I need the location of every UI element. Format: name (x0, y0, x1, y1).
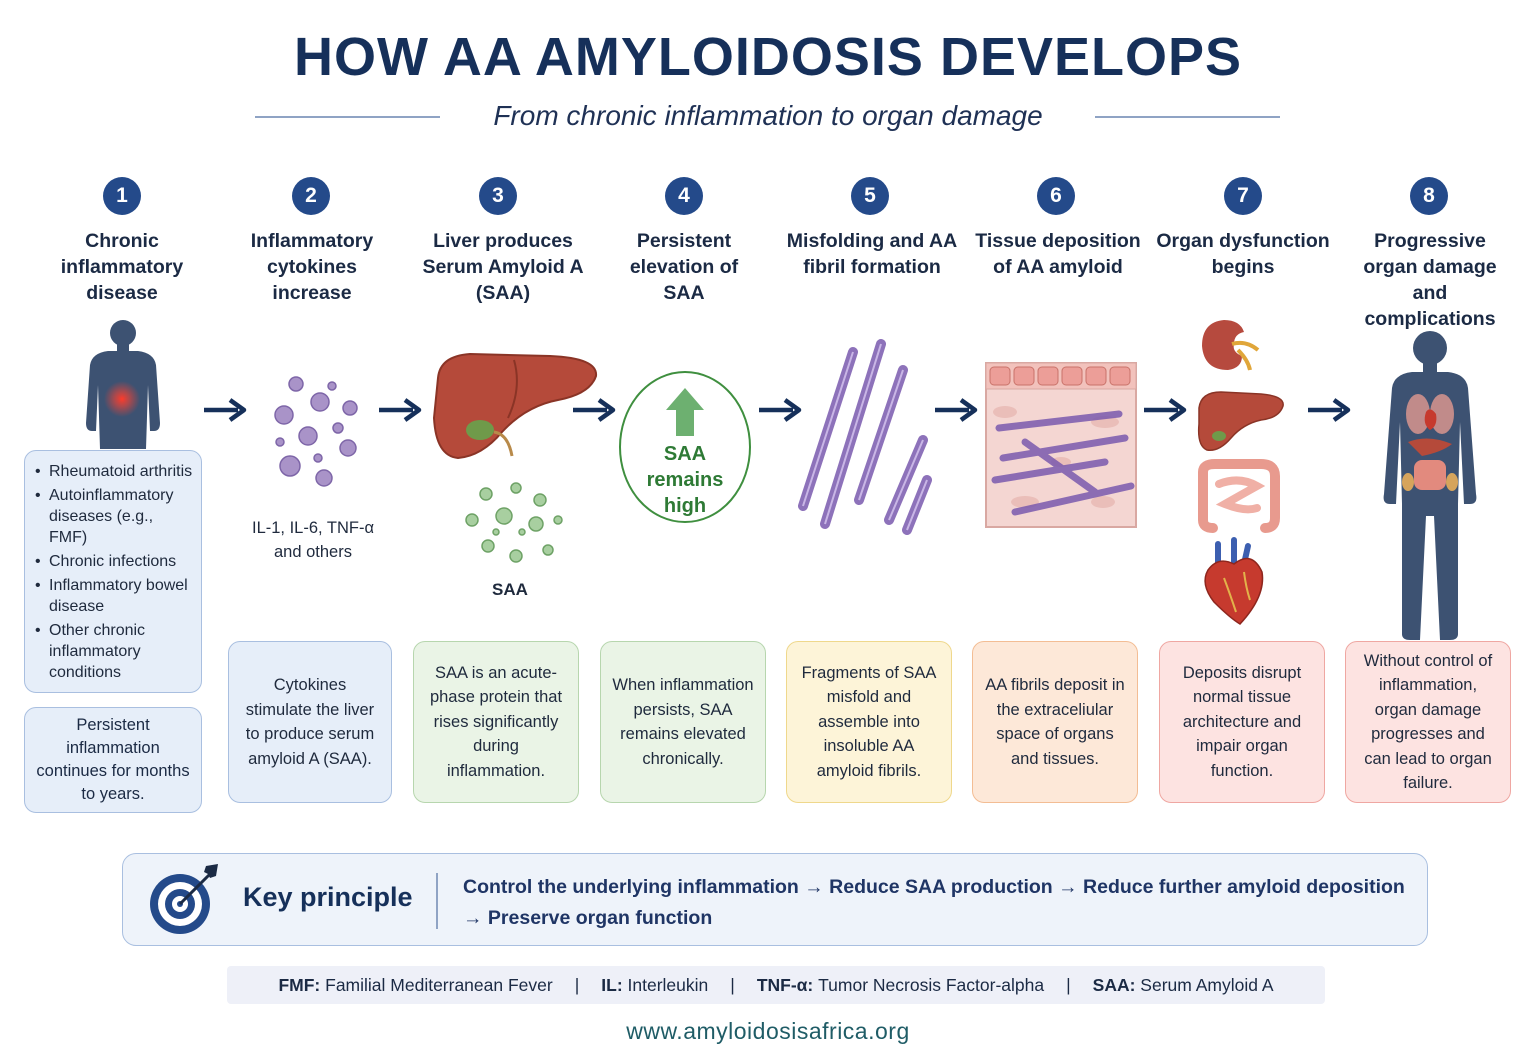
abbreviation-item: TNF-α: Tumor Necrosis Factor-alpha (757, 975, 1044, 996)
description-box-2: Cytokines stimulate the liver to produce… (228, 641, 392, 803)
cause-item: Other chronic inflammatory conditions (35, 620, 193, 683)
saa-high-label: SAA remains high (646, 443, 724, 517)
step-title-6: Tissue deposition of AA amyloid (975, 230, 1141, 278)
body-organs-icon (1383, 331, 1477, 640)
description-box-3: SAA is an acute-phase protein that rises… (413, 641, 579, 803)
tissue-deposition-icon (985, 362, 1137, 528)
key-principle-text: Control the underlying inflammation → Re… (463, 876, 1405, 929)
abbreviation-definition: Serum Amyloid A (1140, 974, 1274, 995)
saa-caption: SAA (492, 580, 528, 599)
abbreviation-separator: | (1066, 974, 1071, 995)
flow-arrow-7 (1308, 398, 1351, 422)
flow-arrow-4 (759, 398, 802, 422)
step-number-6: 6 (1037, 177, 1075, 215)
description-box-7: Deposits disrupt normal tissue architect… (1159, 641, 1325, 803)
abbreviation-definition: Familial Mediterranean Fever (325, 974, 553, 995)
step-title-2: Inflammatory cytokines increase (250, 230, 374, 304)
step-title-8: Progressive organ damage and complicatio… (1363, 230, 1497, 330)
step-number-4: 4 (665, 177, 703, 215)
description-box-4: When inflammation persists, SAA remains … (600, 641, 766, 803)
step-number-1: 1 (103, 177, 141, 215)
key-principle-panel (122, 853, 1428, 946)
amyloid-fibrils-icon (798, 339, 932, 535)
saa-high-oval-icon (619, 371, 751, 523)
body-inflammation-icon (86, 320, 160, 449)
website-link[interactable]: www.amyloidosisafrica.org (626, 1018, 910, 1044)
saa-particles-icon (465, 482, 563, 563)
cause-item: Chronic infections (35, 551, 193, 572)
step-title-7: Organ dysfunction begins (1156, 230, 1330, 278)
step-number-3: 3 (479, 177, 517, 215)
step-number-7: 7 (1224, 177, 1262, 215)
step-number-2: 2 (292, 177, 330, 215)
cytokine-caption: IL-1, IL-6, TNF-α and others (251, 519, 374, 561)
kidney-icon (1202, 320, 1260, 371)
step-title-5: Misfolding and AA fibril formation (786, 230, 958, 278)
abbreviation-definition: Interleukin (627, 974, 709, 995)
abbreviation-separator: | (574, 974, 580, 995)
heart-icon (1204, 537, 1264, 625)
cause-item: Inflammatory bowel disease (35, 575, 193, 617)
description-box-5: Fragments of SAA misfold and assemble in… (786, 641, 952, 803)
liver-small-icon (1197, 391, 1284, 451)
step-title-4: Persistent elevation of SAA (629, 230, 739, 304)
abbreviation-term: SAA: (1092, 974, 1136, 995)
liver-icon (432, 352, 598, 460)
abbreviation-term: FMF: (278, 974, 321, 995)
target-icon (150, 864, 218, 934)
causes-list: Rheumatoid arthritis Autoinflammatory di… (24, 450, 202, 693)
abbreviation-term: TNF-α: (756, 974, 814, 995)
cause-item: Rheumatoid arthritis (35, 461, 193, 482)
cause-item: Autoinflammatory diseases (e.g., FMF) (35, 485, 193, 548)
key-principle-divider (436, 873, 438, 929)
abbreviations-bar: FMF: Familial Mediterranean Fever | IL: … (227, 966, 1325, 1004)
flow-arrow-1 (204, 398, 247, 422)
key-principle-label: Key principle (243, 882, 413, 912)
flow-arrow-5 (935, 398, 978, 422)
step-title-3: Liver produces Serum Amyloid A (SAA) (422, 230, 584, 304)
page-subtitle: From chronic inflammation to organ damag… (493, 100, 1043, 131)
abbreviation-term: IL: (601, 974, 623, 995)
flow-arrow-2 (379, 398, 422, 422)
abbreviation-definition: Tumor Necrosis Factor-alpha (818, 974, 1045, 995)
cytokines-icon (274, 376, 358, 487)
step-number-8: 8 (1410, 177, 1448, 215)
intestine-icon (1198, 459, 1280, 533)
abbreviation-item: FMF: Familial Mediterranean Fever (278, 975, 552, 996)
abbreviation-item: IL: Interleukin (601, 975, 708, 996)
page-title: HOW AA AMYLOIDOSIS DEVELOPS (293, 27, 1243, 87)
flow-arrow-3 (573, 398, 616, 422)
step-title-1: Chronic inflammatory disease (60, 230, 184, 304)
abbreviation-separator: | (730, 974, 735, 995)
description-box-8: Without control of inflammation, organ d… (1345, 641, 1511, 803)
subtitle-rule-right (1095, 116, 1280, 118)
abbreviation-item: SAA: Serum Amyloid A (1093, 975, 1274, 996)
subtitle-rule-left (255, 116, 440, 118)
description-box-6: AA fibrils deposit in the extraceliular … (972, 641, 1138, 803)
flow-arrow-6 (1144, 398, 1187, 422)
step-number-5: 5 (851, 177, 889, 215)
persistent-inflammation-note: Persistent inflammation continues for mo… (24, 707, 202, 813)
